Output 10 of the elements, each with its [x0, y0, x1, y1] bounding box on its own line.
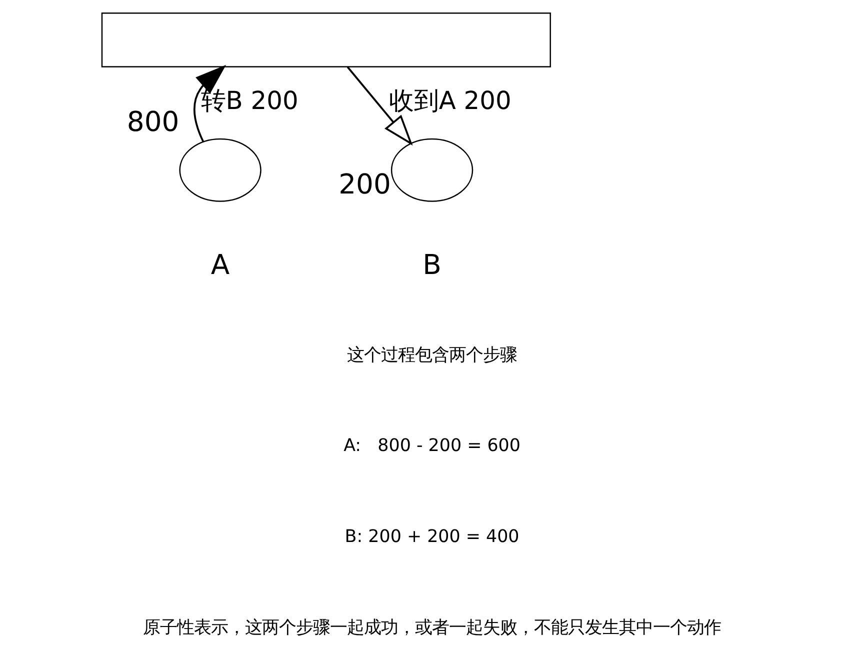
- edge-label: 转B 200: [200, 86, 298, 116]
- node-label: B: [422, 250, 441, 282]
- node-label: 800: [126, 106, 179, 138]
- label: 这个过程包含两个步骤: [346, 345, 517, 366]
- label: B: 200 + 200 = 400: [344, 527, 519, 548]
- node-label: A: [210, 250, 230, 282]
- label: 原子性表示，这两个步骤一起成功，或者一起失败，不能只发生其中一个动作: [142, 618, 721, 638]
- node-label: 200: [338, 169, 390, 200]
- label: A: 800 - 200 = 600: [343, 436, 520, 456]
- edge-label: 收到A 200: [388, 86, 511, 116]
